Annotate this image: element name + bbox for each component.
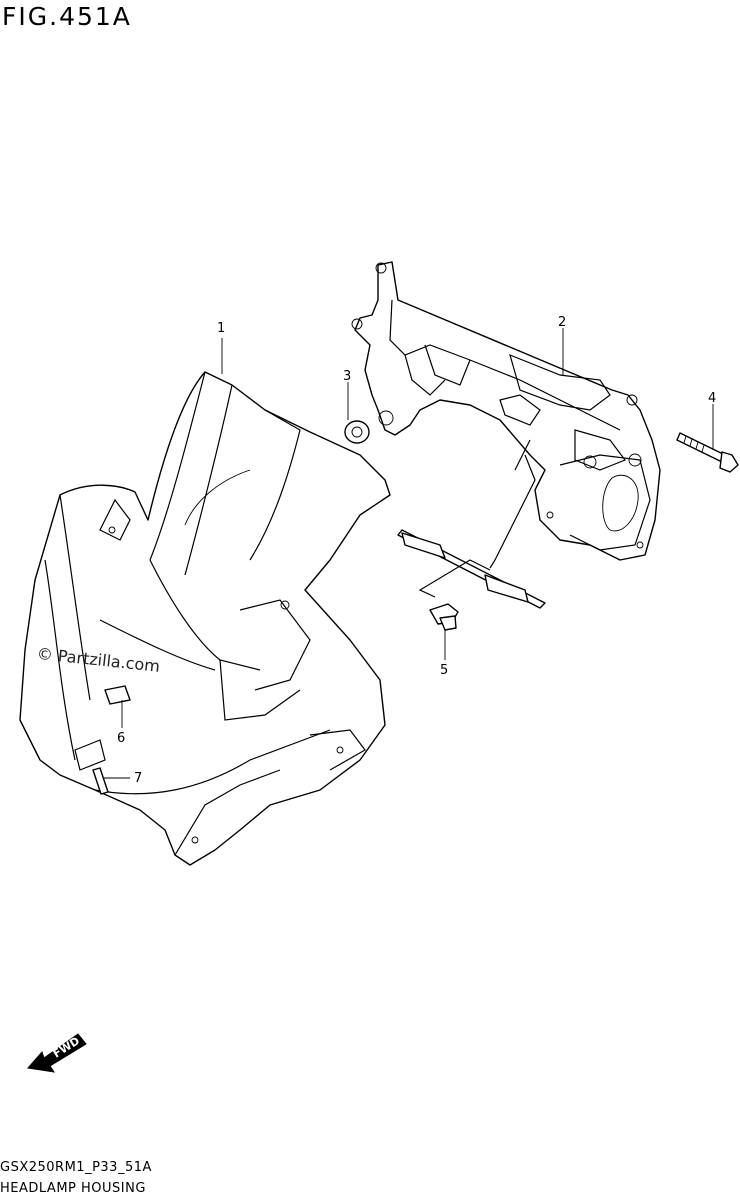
fwd-label: FWD — [51, 1034, 82, 1060]
callout-2: 2 — [558, 315, 566, 330]
callout-5: 5 — [440, 663, 448, 678]
figure-name: HEADLAMP HOUSING — [0, 1181, 146, 1196]
callout-1: 1 — [217, 321, 225, 336]
callout-3: 3 — [343, 369, 351, 384]
figure-title: FIG.451A — [2, 2, 132, 31]
bolt-part[interactable] — [676, 432, 739, 473]
clip-part[interactable] — [429, 603, 459, 631]
label-part-7[interactable] — [92, 767, 109, 795]
callout-6: 6 — [117, 731, 125, 746]
headlamp-bracket-part[interactable] — [351, 261, 661, 569]
callout-leaders — [104, 328, 714, 779]
mounting-bar — [397, 529, 546, 609]
fwd-arrow-icon: FWD — [27, 1033, 87, 1073]
label-part-6[interactable] — [104, 685, 131, 705]
headlamp-housing-part[interactable] — [19, 371, 391, 866]
callout-7: 7 — [134, 771, 142, 786]
figure-code: GSX250RM1_P33_51A — [0, 1160, 152, 1175]
callout-4: 4 — [708, 391, 716, 406]
grommet-part[interactable] — [344, 420, 370, 444]
